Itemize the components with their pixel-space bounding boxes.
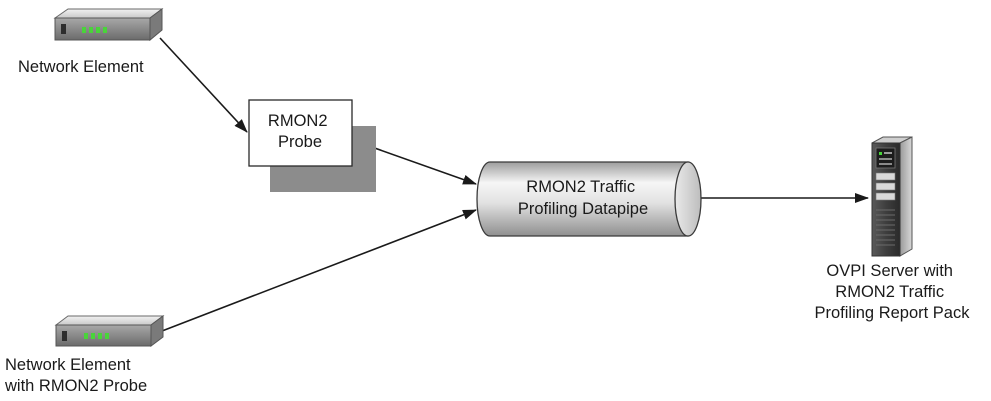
datapipe-cylinder: RMON2 Traffic Profiling Datapipe: [476, 161, 702, 237]
network-element-bottom-label-line-2: with RMON2 Probe: [4, 377, 147, 395]
network-element-bottom-label: Network Element with RMON2 Probe: [4, 356, 147, 395]
server-label-line-3: Profiling Report Pack: [815, 304, 971, 322]
datapipe-label-line-1: RMON2 Traffic: [526, 178, 635, 196]
network-element-top-label: Network Element: [18, 58, 144, 76]
ovpi-server: OVPI Server with RMON2 Traffic Profiling…: [815, 136, 971, 322]
probe-label-line-1: RMON2: [268, 112, 328, 130]
probe-box: [248, 99, 353, 167]
probe-label-line-2: Probe: [278, 133, 322, 151]
arrow-network-element-bottom-to-datapipe: [161, 209, 477, 332]
network-element-top: Network Element: [18, 8, 164, 76]
server-label-line-2: RMON2 Traffic: [835, 283, 944, 301]
datapipe-label: RMON2 Traffic Profiling Datapipe: [518, 178, 648, 218]
network-device-icon: [53, 8, 164, 42]
cylinder-cap: [674, 161, 702, 237]
probe-label: RMON2 Probe: [268, 112, 332, 151]
network-element-bottom-label-line-1: Network Element: [5, 356, 131, 374]
server-label-line-1: OVPI Server with: [826, 262, 953, 280]
server-label: OVPI Server with RMON2 Traffic Profiling…: [815, 262, 971, 322]
rmon2-probe: RMON2 Probe: [248, 99, 376, 192]
datapipe-label-line-2: Profiling Datapipe: [518, 200, 648, 218]
cylinder-body: [476, 161, 689, 237]
network-device-icon: [54, 315, 165, 347]
arrow-network-element-to-probe: [159, 37, 248, 133]
server-icon: [871, 136, 913, 257]
network-element-bottom: Network Element with RMON2 Probe: [4, 315, 165, 395]
